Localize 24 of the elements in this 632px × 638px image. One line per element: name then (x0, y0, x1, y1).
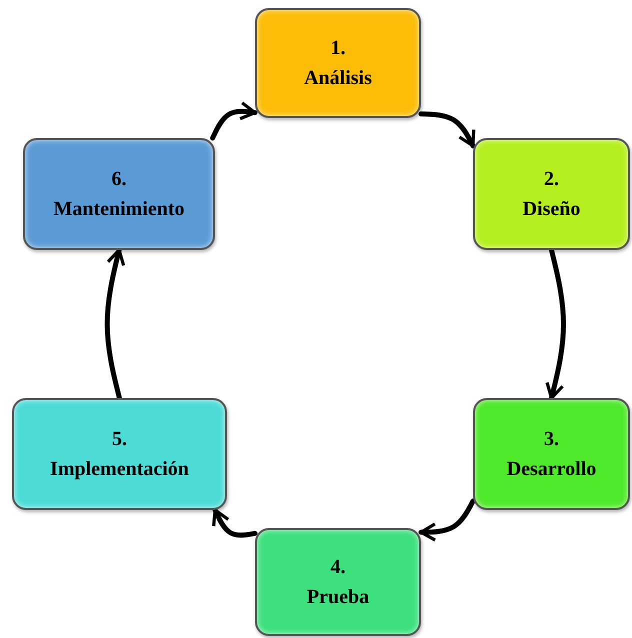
arrow (545, 248, 566, 400)
step-number: 2. (544, 167, 559, 192)
arrow (212, 508, 258, 538)
process-box (255, 528, 421, 636)
arrow (418, 498, 476, 542)
step-label: Prueba (306, 585, 370, 610)
process-box (23, 138, 215, 250)
step-label: Implementación (50, 457, 189, 482)
step-label: Mantenimiento (53, 197, 185, 222)
process-box (255, 8, 421, 118)
arrow (418, 111, 476, 148)
step-number: 3. (544, 427, 559, 452)
step-number: 6. (112, 167, 126, 192)
step-number: 5. (112, 427, 127, 452)
process-box (473, 398, 630, 510)
step-label: Desarrollo (506, 457, 596, 482)
step-label: Análisis (304, 66, 372, 91)
arrow (210, 101, 258, 140)
step-number: 4. (330, 555, 346, 580)
process-box (12, 398, 227, 510)
step-number: 1. (330, 36, 346, 61)
arrow (104, 248, 126, 400)
process-box (473, 138, 630, 250)
step-label: Diseño (522, 197, 580, 222)
